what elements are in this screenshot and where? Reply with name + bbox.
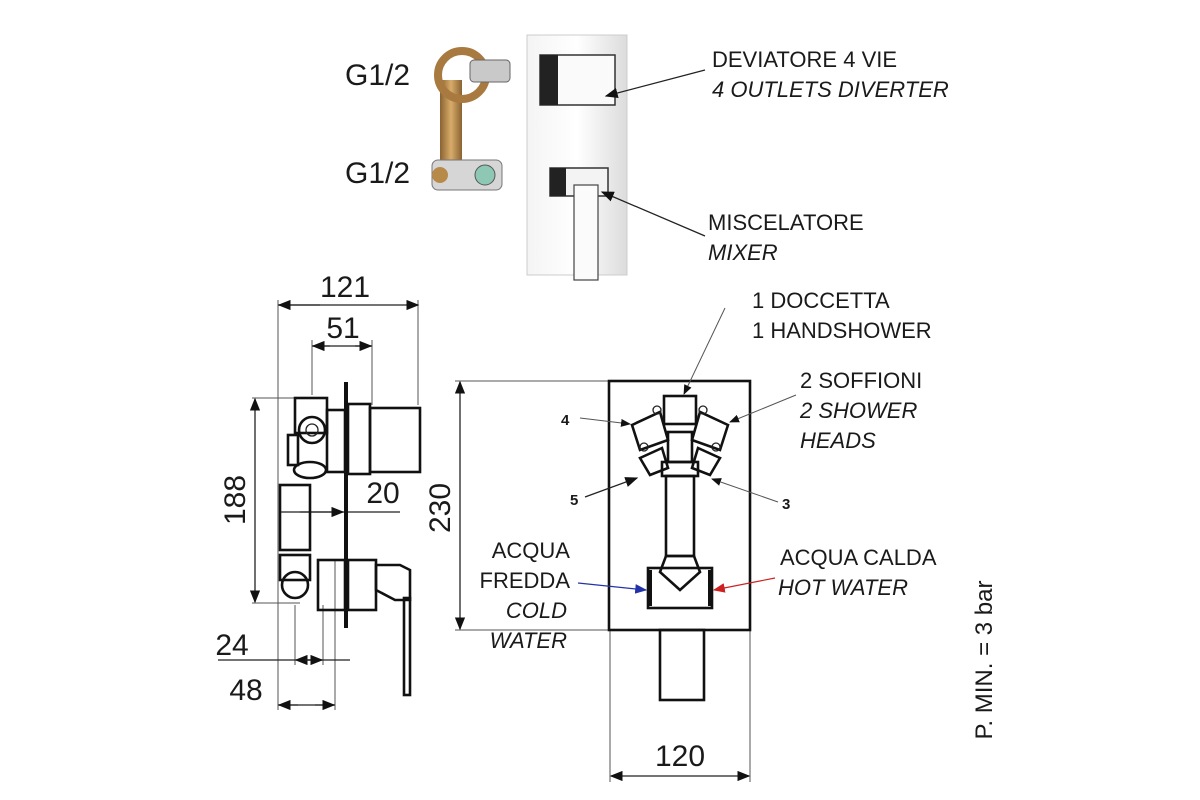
dim-body-height: 188 — [219, 475, 252, 525]
showerheads-label-it: 2 SOFFIONI — [800, 368, 922, 393]
outlet-3-number: 3 — [782, 496, 790, 513]
handshower-label-it: 1 DOCCETTA — [752, 288, 890, 313]
showerheads-label-en-2: HEADS — [800, 428, 876, 453]
side-view — [218, 299, 422, 711]
dim-plate-height: 230 — [424, 483, 457, 533]
dim-handle-depth: 51 — [326, 312, 359, 345]
inlet-bottom-label: G1/2 — [345, 157, 410, 190]
cold-label-en-1: COLD — [506, 598, 567, 623]
handshower-label-en: 1 HANDSHOWER — [752, 318, 932, 343]
diverter-label-en: 4 OUTLETS DIVERTER — [712, 77, 949, 102]
showerheads-label-en-1: 2 SHOWER — [799, 398, 917, 423]
valve-body-photo — [431, 47, 511, 191]
mixer-label-it: MISCELATORE — [708, 210, 864, 235]
outlet-4-number: 4 — [561, 412, 570, 429]
dim-total-depth: 121 — [320, 271, 370, 304]
mixer-leader — [600, 191, 706, 237]
min-pressure-note: P. MIN. = 3 bar — [971, 581, 998, 740]
diverter-leader — [604, 69, 706, 99]
outlet-5-number: 5 — [570, 492, 578, 509]
inlet-top-label: G1/2 — [345, 59, 410, 92]
front-view — [454, 307, 797, 782]
dim-plate-width: 120 — [655, 740, 705, 773]
dim-max-depth: 48 — [229, 674, 262, 707]
diverter-label-it: DEVIATORE 4 VIE — [712, 47, 897, 72]
dim-min-depth: 24 — [215, 629, 248, 662]
dim-plate-offset: 20 — [366, 477, 399, 510]
cold-label-en-2: WATER — [490, 628, 568, 653]
chrome-plate-photo — [526, 34, 628, 281]
mixer-label-en: MIXER — [708, 240, 778, 265]
hot-label-en: HOT WATER — [778, 575, 908, 600]
cold-label-it-1: ACQUA — [492, 538, 571, 563]
hot-label-it: ACQUA CALDA — [780, 545, 937, 570]
cold-label-it-2: FREDDA — [480, 568, 571, 593]
